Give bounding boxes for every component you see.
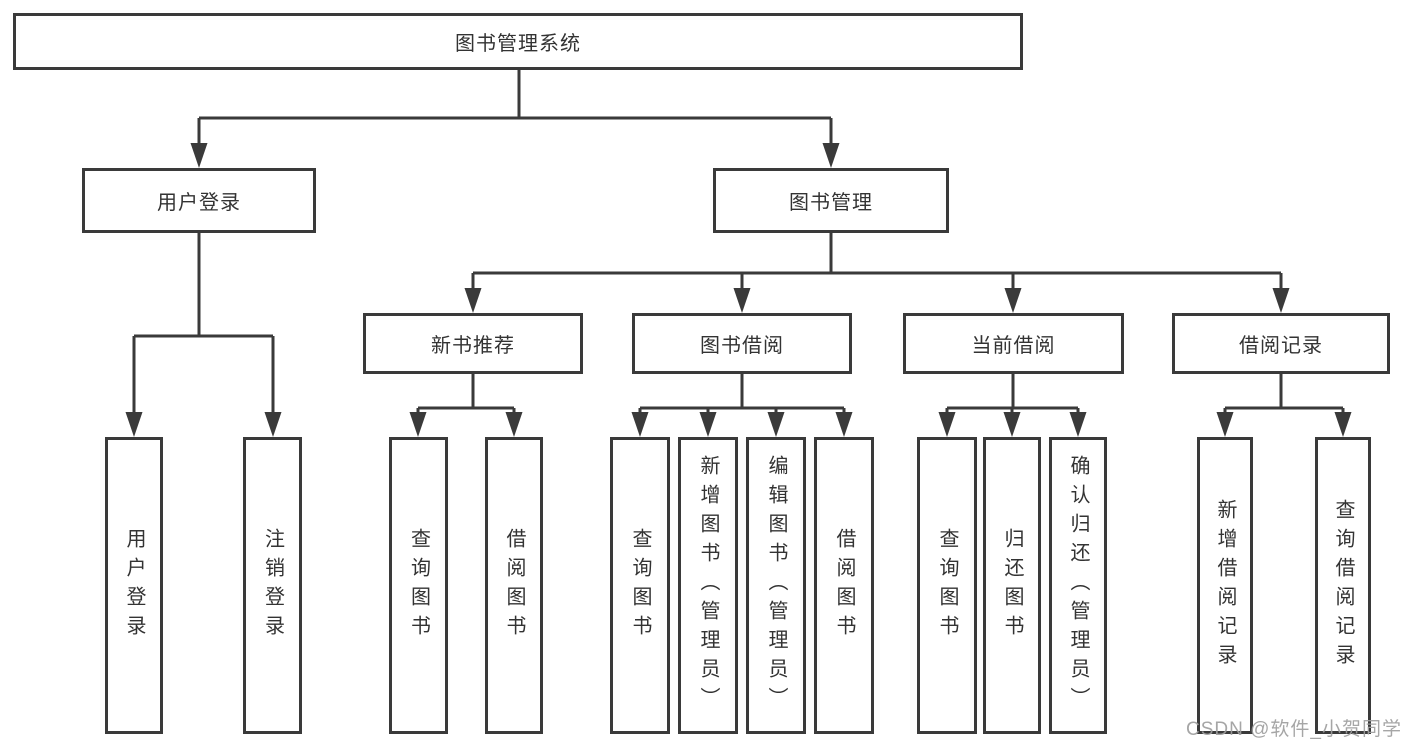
node-new-book-recommend-label: 新书推荐 (431, 335, 515, 357)
node-confirm-return-admin: 确认归还（管理员） (1049, 437, 1107, 734)
node-new-book-recommend: 新书推荐 (363, 313, 583, 374)
node-root-label: 图书管理系统 (455, 33, 581, 55)
node-current-borrow-label: 当前借阅 (971, 335, 1056, 357)
node-return-book-label: 归还图书 (1001, 527, 1023, 644)
node-edit-book-admin: 编辑图书（管理员） (746, 437, 806, 734)
node-book-borrow: 图书借阅 (632, 313, 852, 374)
node-query-books-newbooks: 查询图书 (389, 437, 448, 734)
node-book-borrow-label: 图书借阅 (700, 335, 784, 357)
node-query-borrow-record-label: 查询借阅记录 (1332, 498, 1354, 673)
node-edit-book-admin-label: 编辑图书（管理员） (765, 455, 787, 716)
node-return-book: 归还图书 (983, 437, 1041, 734)
node-query-books-borrow: 查询图书 (610, 437, 670, 734)
node-confirm-return-admin-label: 确认归还（管理员） (1067, 455, 1089, 716)
node-borrow-books-newbooks: 借阅图书 (485, 437, 543, 734)
csdn-watermark: CSDN @软件_小贺同学 (1186, 719, 1402, 740)
node-user-login-label: 用户登录 (157, 192, 241, 214)
node-query-books-current-label: 查询图书 (936, 527, 958, 644)
node-user-login-leaf-label: 用户登录 (123, 527, 145, 644)
node-add-borrow-record-label: 新增借阅记录 (1214, 498, 1236, 673)
node-add-book-admin-label: 新增图书（管理员） (697, 455, 719, 716)
node-logout: 注销登录 (243, 437, 302, 734)
node-user-login: 用户登录 (82, 168, 316, 233)
node-book-management-label: 图书管理 (789, 192, 873, 214)
node-add-borrow-record: 新增借阅记录 (1197, 437, 1253, 734)
node-logout-label: 注销登录 (261, 527, 284, 644)
node-query-books-current: 查询图书 (917, 437, 977, 734)
node-query-books-newbooks-label: 查询图书 (407, 527, 430, 644)
node-book-management: 图书管理 (713, 168, 949, 233)
node-borrow-book: 借阅图书 (814, 437, 874, 734)
node-query-borrow-record: 查询借阅记录 (1315, 437, 1371, 734)
connector-arrowheads (125, 143, 1352, 437)
node-borrow-books-newbooks-label: 借阅图书 (503, 527, 525, 644)
node-borrow-records-label: 借阅记录 (1239, 335, 1323, 357)
node-user-login-leaf: 用户登录 (105, 437, 163, 734)
node-add-book-admin: 新增图书（管理员） (678, 437, 738, 734)
node-borrow-book-label: 借阅图书 (833, 527, 855, 644)
node-borrow-records: 借阅记录 (1172, 313, 1390, 374)
node-query-books-borrow-label: 查询图书 (629, 527, 651, 644)
node-root: 图书管理系统 (13, 13, 1023, 70)
node-current-borrow: 当前借阅 (903, 313, 1124, 374)
